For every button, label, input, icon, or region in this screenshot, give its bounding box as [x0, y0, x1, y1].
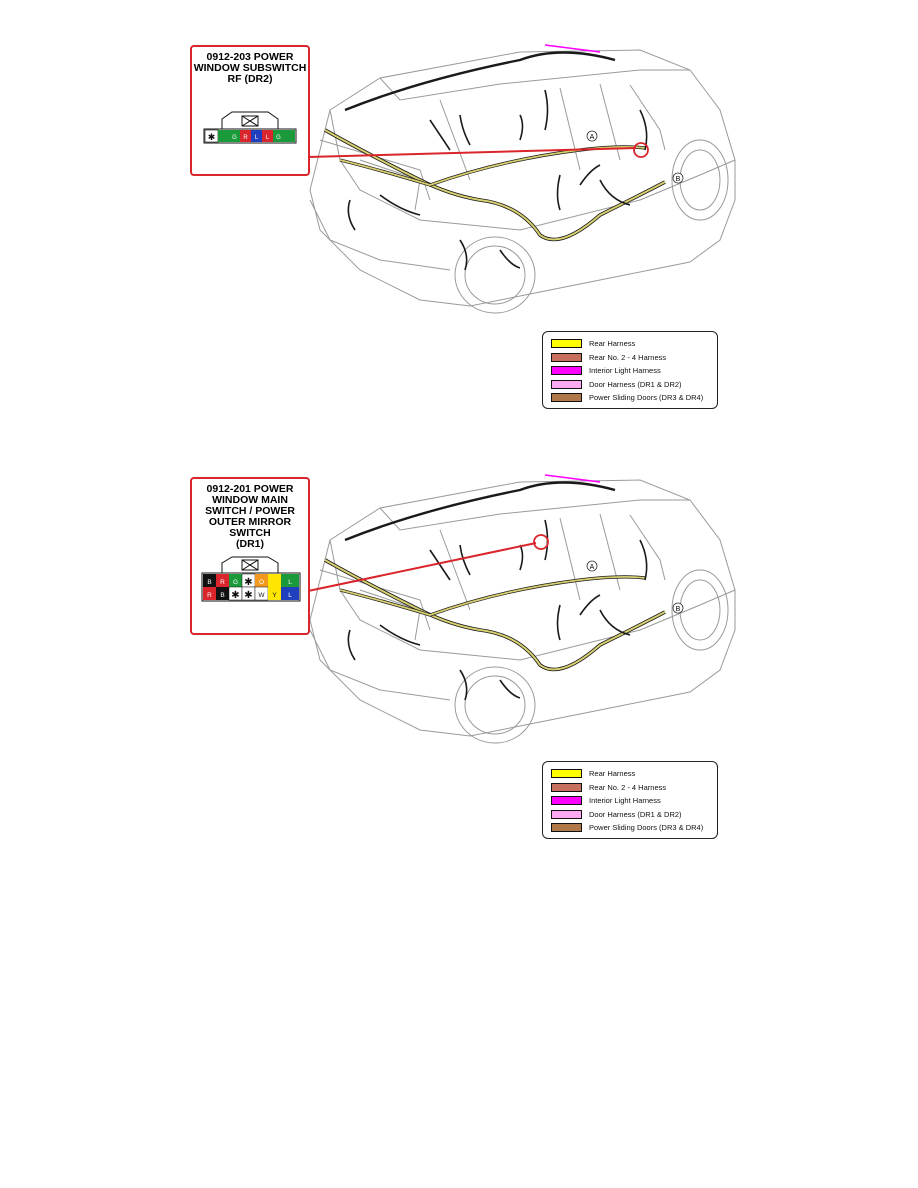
svg-text:B: B: [676, 176, 681, 183]
legend-swatch: [551, 339, 582, 349]
svg-text:A: A: [590, 564, 595, 571]
harness-legend: Rear Harness Rear No. 2 - 4 Harness Inte…: [542, 331, 718, 409]
legend-swatch: [551, 782, 582, 792]
svg-text:B: B: [676, 606, 681, 613]
diagram-panel-2: A B 0912-201 POWER WINDOW MAIN SWITCH / …: [0, 430, 918, 860]
svg-text:G: G: [276, 135, 281, 141]
svg-text:R: R: [207, 592, 212, 599]
marker-b: B: [672, 602, 684, 614]
legend-swatch: [551, 393, 582, 403]
connector-callout-dr2: 0912-203 POWER WINDOW SUBSWITCH RF (DR2)…: [190, 45, 310, 176]
svg-text:R: R: [220, 579, 225, 586]
legend-label: Interior Light Harness: [589, 796, 661, 806]
legend-item: Rear No. 2 - 4 Harness: [551, 781, 709, 795]
legend-item: Interior Light Harness: [551, 794, 709, 808]
legend-item: Door Harness (DR1 & DR2): [551, 808, 709, 822]
connector-title: 0912-203 POWER WINDOW SUBSWITCH RF (DR2): [193, 51, 307, 85]
svg-text:R: R: [243, 135, 248, 141]
legend-item: Interior Light Harness: [551, 364, 709, 378]
legend-swatch: [551, 379, 582, 389]
svg-text:L: L: [266, 135, 270, 141]
diagram-panel-1: A B 0912-203 POWER WINDOW SUBSWITCH RF (…: [0, 0, 918, 430]
svg-text:B: B: [207, 579, 211, 586]
legend-item: Door Harness (DR1 & DR2): [551, 378, 709, 392]
svg-text:✱: ✱: [208, 132, 216, 142]
marker-b: B: [672, 172, 684, 184]
legend-label: Door Harness (DR1 & DR2): [589, 809, 682, 819]
vehicle-wiring-illustration: A B: [307, 44, 736, 314]
connector-face-icon: B R G ✱ O L R B ✱ ✱ W Y L: [201, 556, 301, 602]
legend-label: Power Sliding Doors (DR3 & DR4): [589, 823, 704, 833]
svg-text:L: L: [288, 579, 292, 586]
svg-text:✱: ✱: [231, 590, 239, 601]
vehicle-wiring-illustration: A B: [307, 474, 736, 744]
marker-a: A: [586, 560, 598, 572]
svg-text:L: L: [255, 135, 259, 141]
connector-callout-dr1: 0912-201 POWER WINDOW MAIN SWITCH / POWE…: [190, 477, 310, 635]
legend-swatch: [551, 352, 582, 362]
legend-item: Rear Harness: [551, 767, 709, 781]
legend-item: Power Sliding Doors (DR3 & DR4): [551, 821, 709, 835]
connector-title: 0912-201 POWER WINDOW MAIN SWITCH / POWE…: [205, 483, 295, 550]
legend-label: Interior Light Harness: [589, 366, 661, 376]
connector-face-icon: ✱ G R L L G: [203, 111, 297, 144]
svg-text:B: B: [220, 592, 224, 599]
legend-label: Rear Harness: [589, 339, 636, 349]
svg-text:✱: ✱: [244, 590, 252, 601]
legend-item: Power Sliding Doors (DR3 & DR4): [551, 391, 709, 405]
legend-label: Rear No. 2 - 4 Harness: [589, 782, 667, 792]
legend-item: Rear Harness: [551, 337, 709, 351]
svg-text:W: W: [258, 592, 265, 599]
svg-text:O: O: [259, 579, 264, 586]
marker-a: A: [586, 130, 598, 142]
legend-swatch: [551, 366, 582, 376]
legend-label: Rear Harness: [589, 769, 636, 779]
legend-swatch: [551, 796, 582, 806]
harness-legend: Rear Harness Rear No. 2 - 4 Harness Inte…: [542, 761, 718, 839]
svg-text:Y: Y: [272, 592, 277, 599]
legend-swatch: [551, 823, 582, 833]
legend-label: Power Sliding Doors (DR3 & DR4): [589, 393, 704, 403]
svg-text:✱: ✱: [244, 577, 252, 588]
legend-swatch: [551, 809, 582, 819]
legend-label: Door Harness (DR1 & DR2): [589, 379, 682, 389]
svg-text:G: G: [233, 579, 238, 586]
legend-label: Rear No. 2 - 4 Harness: [589, 352, 667, 362]
legend-item: Rear No. 2 - 4 Harness: [551, 351, 709, 365]
svg-text:L: L: [288, 592, 292, 599]
svg-text:A: A: [590, 134, 595, 141]
legend-swatch: [551, 769, 582, 779]
svg-text:G: G: [232, 135, 237, 141]
